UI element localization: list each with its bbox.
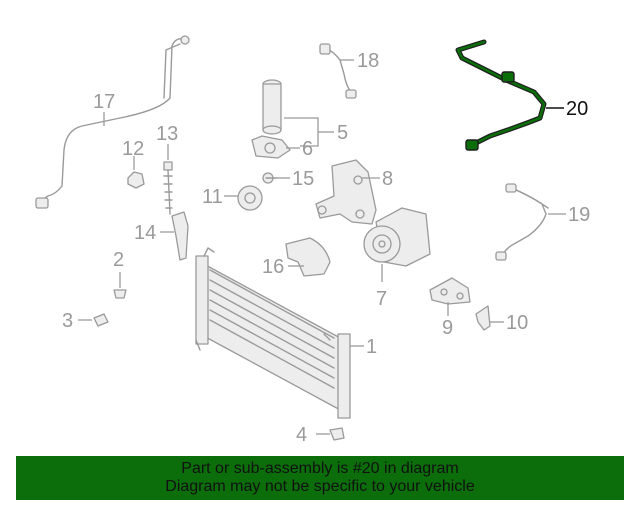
part-20-hose[interactable] (455, 39, 547, 151)
callout-1: 1 (366, 336, 377, 358)
callout-11: 11 (202, 186, 223, 208)
fitment-banner: Part or sub-assembly is #20 in diagram D… (16, 456, 624, 500)
part-15-screw[interactable] (262, 172, 277, 184)
part-16-shield[interactable] (285, 237, 331, 277)
callout-8: 8 (382, 168, 393, 190)
part-18-hose[interactable] (319, 43, 357, 99)
part-5-receiver-drier[interactable] (262, 79, 282, 135)
part-11-pulley[interactable] (237, 185, 263, 211)
callout-18: 18 (357, 50, 379, 72)
part-4-clip[interactable] (329, 427, 345, 441)
part-3-clip[interactable] (93, 313, 109, 327)
banner-line-1: Part or sub-assembly is #20 in diagram (181, 460, 459, 477)
callout-9: 9 (442, 317, 453, 339)
callout-19: 19 (568, 204, 590, 226)
part-19-hose[interactable] (495, 183, 549, 261)
part-13-bolt[interactable] (163, 161, 173, 215)
part-14-bracket[interactable] (171, 211, 189, 261)
callout-2: 2 (113, 249, 124, 271)
callout-20: 20 (566, 98, 588, 120)
part-10-clip[interactable] (475, 305, 491, 331)
callout-5: 5 (337, 122, 348, 144)
callout-3: 3 (62, 310, 73, 332)
part-6-bracket[interactable] (251, 135, 291, 159)
part-17-line[interactable] (35, 35, 190, 209)
callout-17: 17 (93, 91, 115, 113)
part-9-bracket[interactable] (429, 277, 471, 305)
banner-line-2: Diagram may not be specific to your vehi… (165, 478, 475, 495)
callout-14: 14 (134, 222, 156, 244)
part-7-compressor[interactable] (363, 207, 431, 267)
callout-16: 16 (262, 256, 284, 278)
callout-12: 12 (122, 138, 144, 160)
callout-10: 10 (506, 312, 528, 334)
part-12-nut[interactable] (127, 171, 145, 189)
callout-7: 7 (376, 288, 387, 310)
callout-6: 6 (302, 138, 313, 160)
callout-15: 15 (292, 168, 314, 190)
callout-4: 4 (296, 424, 307, 446)
part-8-bracket[interactable] (315, 159, 377, 225)
callout-13: 13 (156, 123, 178, 145)
parts-diagram: 17 18 5 6 20 12 13 (35, 35, 590, 446)
part-2-cap[interactable] (113, 289, 127, 299)
part-1-condenser[interactable] (195, 247, 351, 419)
